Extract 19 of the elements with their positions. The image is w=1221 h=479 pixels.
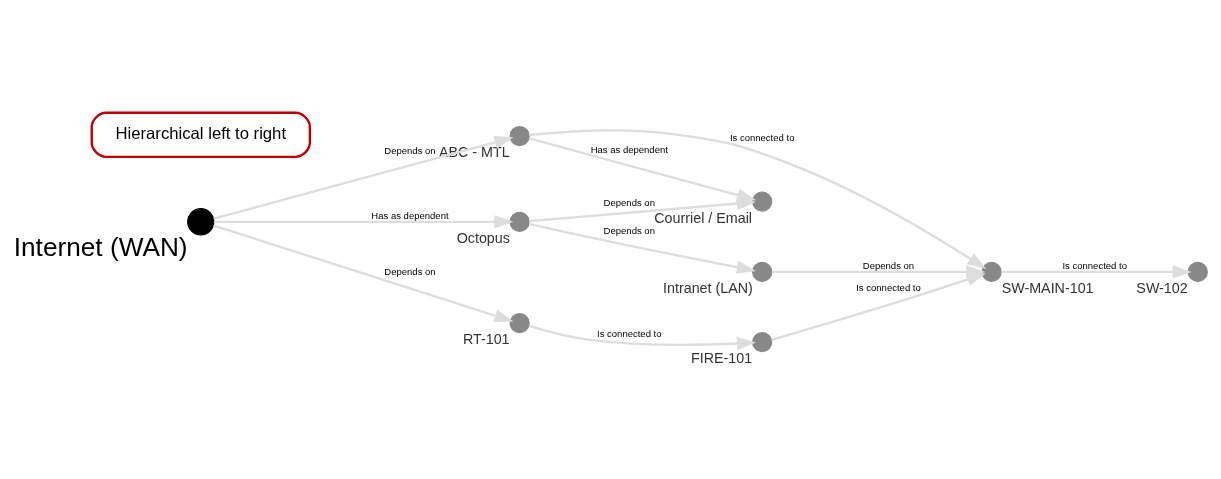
edge-label: Depends on (603, 224, 655, 236)
edge-label: Is connected to (597, 327, 662, 339)
edge-label: Depends on (384, 265, 436, 277)
edge-label: Has as dependent (590, 143, 668, 155)
edge-label: Is connected to (856, 281, 921, 293)
edge-label: Depends on (862, 259, 915, 271)
node-label: RT-101 (462, 330, 510, 347)
edge-label: Depends on (384, 144, 436, 156)
node-label: SW-MAIN-101 (1001, 279, 1094, 296)
edge-label: Is connected to (1062, 259, 1127, 271)
edge-label: Has as dependent (371, 209, 449, 221)
node-label: Intranet (LAN) (663, 279, 753, 296)
edge-label: Depends on (603, 196, 655, 208)
edge-label: Is connected to (729, 131, 795, 143)
node-label: FIRE-101 (691, 349, 753, 366)
node-label: Octopus (456, 229, 510, 246)
node-label: SW-102 (1136, 279, 1188, 296)
node-label: Courriel / Email (654, 209, 753, 226)
node-label: Internet (WAN) (13, 231, 188, 262)
